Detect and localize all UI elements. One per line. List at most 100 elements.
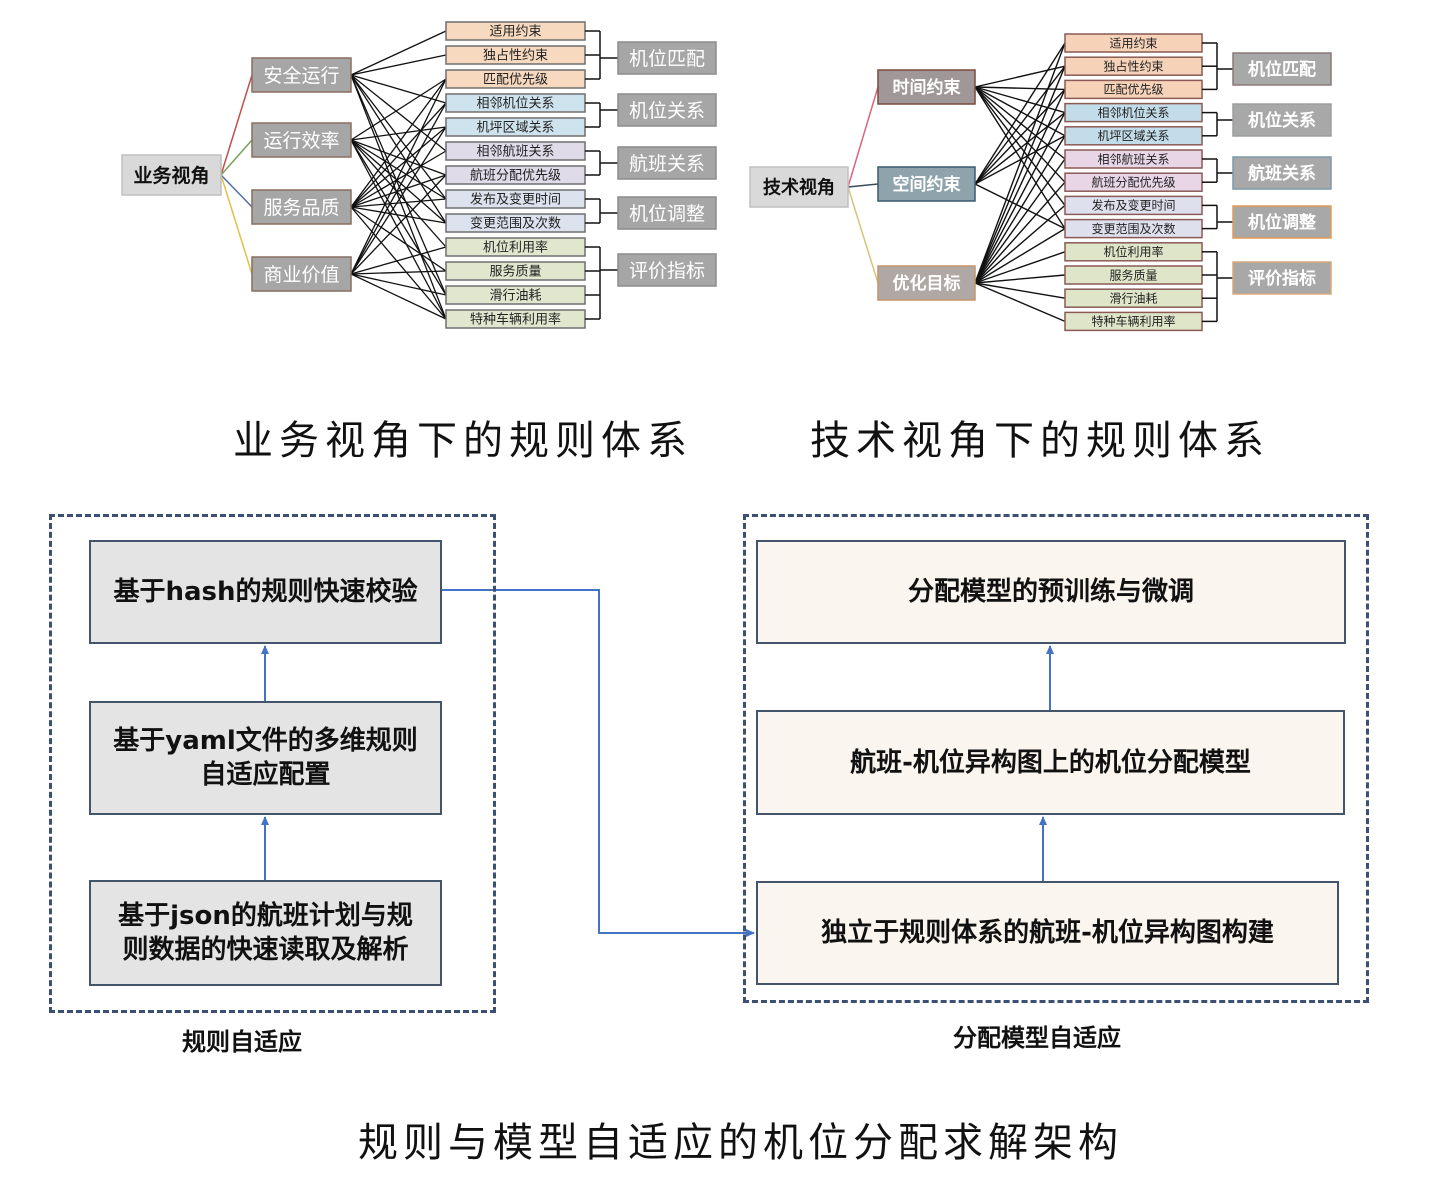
category-rule-edge — [974, 135, 1066, 284]
category-rule-edge — [350, 139, 447, 176]
category-rule-edge — [350, 74, 447, 200]
category-rule-edge — [350, 139, 447, 320]
group-node-label: 航班关系 — [629, 153, 705, 175]
category-node-rect — [251, 122, 352, 158]
rule-node-label: 匹配优先级 — [1103, 83, 1163, 97]
group-node-label: 机位调整 — [629, 203, 705, 225]
group-node-rect — [1232, 156, 1332, 190]
group-node: 评价指标 — [1232, 261, 1332, 295]
group-node: 机位匹配 — [617, 41, 717, 75]
category-node: 优化目标 — [877, 265, 976, 301]
category-rule-edge — [974, 86, 1066, 114]
rule-node: 滑行油耗 — [1064, 288, 1203, 308]
category-rule-edge — [350, 273, 447, 296]
rule-node: 特种车辆利用率 — [1064, 311, 1203, 332]
gate-assignment-model-label: 航班-机位异构图上的机位分配模型 — [850, 747, 1251, 778]
rule-node: 适用约束 — [445, 21, 586, 41]
yaml-rule-config-box: 基于yaml文件的多维规则 自适应配置 — [89, 701, 442, 815]
rule-node-label: 滑行油耗 — [1109, 292, 1157, 306]
category-node-rect — [251, 57, 352, 93]
category-rule-edge — [350, 206, 447, 224]
category-node: 安全运行 — [251, 57, 352, 93]
group-node-rect — [617, 253, 717, 287]
category-rule-edge — [974, 282, 1066, 323]
root-node-rect — [121, 154, 222, 196]
category-rule-edge — [974, 204, 1066, 284]
category-rule-edge — [974, 65, 1066, 185]
group-node-label: 机位关系 — [629, 100, 705, 122]
category-rule-edge — [974, 135, 1066, 185]
rule-node-label: 发布及变更时间 — [1091, 198, 1175, 213]
rule-node-label: 适用约束 — [1109, 35, 1157, 50]
rule-node: 变更范围及次数 — [445, 213, 586, 233]
category-rule-edge — [350, 74, 447, 296]
rule-node: 独占性约束 — [1064, 56, 1203, 76]
group-node-rect — [1232, 103, 1332, 137]
hetero-graph-build-box: 独立于规则体系的航班-机位异构图构建 — [756, 881, 1339, 985]
rule-node: 相邻机位关系 — [445, 93, 586, 113]
rule-node-label: 机位利用率 — [1103, 244, 1163, 259]
category-rule-edge — [350, 139, 447, 224]
category-rule-edge — [350, 139, 447, 248]
group-node: 机位调整 — [1232, 205, 1332, 239]
rule-node: 发布及变更时间 — [445, 189, 586, 209]
json-parse-label: 基于json的航班计划与规 则数据的快速读取及解析 — [118, 901, 413, 965]
category-node: 商业价值 — [251, 256, 352, 292]
rule-node-label: 特种车辆利用率 — [1091, 314, 1175, 329]
category-node-label: 优化目标 — [893, 273, 961, 294]
rule-node-label: 航班分配优先级 — [1091, 175, 1175, 190]
rule-node: 航班分配优先级 — [445, 165, 586, 185]
root-category-link — [220, 174, 253, 275]
category-rule-edge — [974, 86, 1066, 160]
rule-node: 匹配优先级 — [445, 69, 586, 89]
category-rule-edge — [974, 282, 1066, 299]
category-node: 运行效率 — [251, 122, 352, 158]
group-node-label: 机位匹配 — [1248, 59, 1316, 80]
category-rule-edge — [974, 183, 1066, 230]
group-node-rect — [617, 146, 717, 180]
root-category-link — [847, 186, 879, 284]
rule-node: 独占性约束 — [445, 45, 586, 65]
rule-node-label: 相邻机位关系 — [476, 97, 554, 112]
category-rule-edge — [350, 246, 447, 275]
category-rule-edge — [974, 65, 1066, 284]
root-category-link — [220, 139, 253, 176]
category-rule-edge — [350, 102, 447, 275]
rule-node-label: 机坪区域关系 — [1097, 129, 1169, 143]
yaml-rule-config-label: 基于yaml文件的多维规则 自适应配置 — [113, 726, 418, 790]
category-rule-edge — [974, 86, 1066, 206]
root-category-link — [847, 183, 879, 188]
group-node-label: 机位匹配 — [629, 48, 705, 70]
category-rule-edge — [974, 86, 1066, 137]
model-adaptive-container — [743, 514, 1369, 1003]
category-rule-edge — [350, 78, 447, 141]
rule-node-label: 适用约束 — [489, 25, 541, 40]
group-node: 机位关系 — [617, 93, 717, 127]
hash-rule-check-label: 基于hash的规则快速校验 — [113, 577, 418, 607]
business-view-caption: 业务视角下的规则体系 — [233, 418, 693, 464]
rule-node: 服务质量 — [1064, 265, 1203, 285]
rule-node-label: 独占性约束 — [1103, 59, 1163, 74]
hash-to-graph-connector — [442, 589, 755, 937]
root-node: 业务视角 — [121, 154, 222, 196]
rule-node: 匹配优先级 — [1064, 79, 1203, 100]
group-node: 航班关系 — [1232, 156, 1332, 190]
category-rule-edge — [350, 126, 447, 141]
category-rule-edge — [350, 74, 447, 152]
category-rule-edge — [974, 86, 1066, 229]
category-rule-edge — [974, 112, 1066, 185]
group-node: 机位匹配 — [1232, 52, 1332, 86]
business-view-diagram: 业务视角安全运行运行效率服务品质商业价值适用约束独占性约束匹配优先级相邻机位关系… — [121, 21, 717, 329]
json-parse-box: 基于json的航班计划与规 则数据的快速读取及解析 — [89, 880, 442, 986]
rule-node: 相邻航班关系 — [445, 141, 586, 161]
category-rule-edge — [974, 86, 1066, 183]
category-node-rect — [877, 69, 976, 105]
category-rule-edge — [974, 89, 1066, 284]
rule-node: 特种车辆利用率 — [445, 309, 586, 329]
rule-node: 适用约束 — [1064, 33, 1203, 53]
group-node-label: 机位调整 — [1248, 212, 1316, 233]
category-node-rect — [251, 189, 352, 225]
rule-node: 变更范围及次数 — [1064, 218, 1203, 239]
category-rule-edge — [350, 74, 447, 104]
category-rule-edge — [350, 206, 447, 272]
